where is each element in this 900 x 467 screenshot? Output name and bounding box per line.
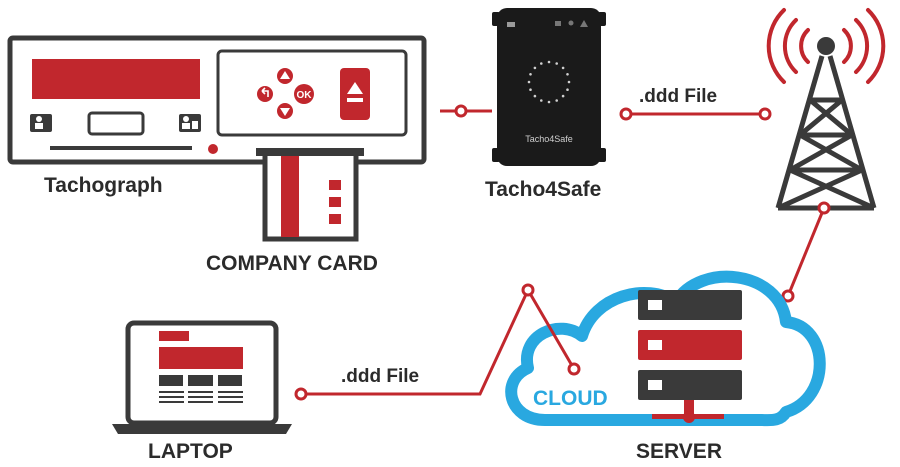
ddd-file-label-top: .ddd File [639, 86, 718, 107]
ring-dot [561, 94, 565, 98]
ok-button-label: OK [297, 90, 313, 101]
tachograph-device: OK [7, 35, 427, 165]
tacho4safe-label: Tacho4Safe [485, 178, 602, 201]
ring-dot [566, 88, 569, 91]
driver-2-icon [179, 114, 201, 132]
status-led [208, 144, 218, 154]
laptop-label: LAPTOP [148, 440, 233, 463]
dotted-ring-icon [527, 60, 571, 104]
ring-dot [529, 88, 532, 91]
ddd-file-label-bottom: .ddd File [341, 366, 420, 387]
ring-dot [547, 60, 551, 64]
ring-dot [540, 62, 543, 65]
tachograph-slot [87, 111, 145, 136]
ring-dot [533, 94, 537, 98]
company-card-label: COMPANY CARD [206, 252, 378, 275]
laptop-icon [112, 320, 292, 434]
eject-icon [340, 68, 370, 120]
server-label: SERVER [636, 440, 722, 463]
tachograph-paper-slot [50, 146, 192, 150]
tachograph-display [32, 59, 200, 99]
driver-1-icon [30, 114, 52, 132]
cloud-label: CLOUD [533, 387, 608, 410]
ring-dot [527, 80, 531, 84]
link-device-to-tower [619, 107, 772, 121]
dpad-buttons [257, 68, 314, 119]
radio-waves-icon [766, 8, 886, 84]
radio-tower-icon [775, 37, 877, 211]
ring-dot [547, 100, 551, 104]
link-tower-to-cloud [781, 201, 831, 303]
tachograph-label: Tachograph [44, 174, 163, 197]
ring-dot [533, 66, 537, 70]
server-stack-icon [638, 290, 742, 423]
company-card-icon [256, 148, 364, 242]
ring-dot [555, 99, 558, 102]
ring-dot [566, 73, 569, 76]
tacho4safe-device [492, 8, 606, 166]
ring-dot [529, 73, 532, 76]
ring-dot [555, 62, 558, 65]
device-brand-label: Tacho4Safe [525, 134, 573, 144]
ring-dot [567, 80, 571, 84]
ring-dot [540, 99, 543, 102]
link-laptop-to-cloud [294, 283, 581, 401]
link-tachograph-to-device [440, 104, 492, 118]
ring-dot [561, 66, 565, 70]
